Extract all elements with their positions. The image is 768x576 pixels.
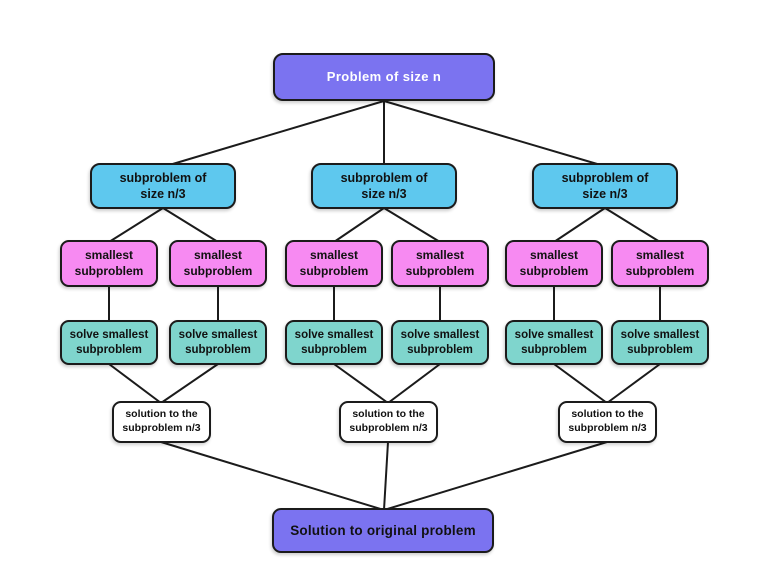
edge	[553, 363, 608, 404]
smallest-label-line1: smallest	[193, 247, 243, 262]
subproblem-label-line1: subproblem of	[561, 170, 649, 185]
solve-label-line2: subproblem	[185, 343, 251, 356]
root-problem-node: Problem of size n	[273, 53, 495, 101]
subproblem-node-1: subproblem of size n/3	[90, 163, 236, 209]
smallest-subproblem-node-4: smallest subproblem	[391, 240, 489, 287]
edge	[387, 363, 441, 404]
solution-label-line1: solution to the	[571, 408, 644, 421]
smallest-label-line1: smallest	[309, 247, 359, 262]
edge	[160, 441, 385, 511]
subproblem-label-line2: size n/3	[361, 187, 407, 201]
solution-label-line2: subproblem n/3	[122, 422, 201, 434]
solve-label-line2: subproblem	[301, 343, 367, 356]
solve-label-line1: solve smallest	[400, 328, 480, 341]
solution-label-line2: subproblem n/3	[568, 422, 647, 434]
edge	[553, 207, 606, 243]
solve-label-line1: solve smallest	[620, 328, 700, 341]
smallest-label-line2: subproblem	[405, 263, 475, 278]
subproblem-node-3: subproblem of size n/3	[532, 163, 678, 209]
solve-smallest-node-1: solve smallest subproblem	[60, 320, 158, 365]
solve-label-line1: solve smallest	[514, 328, 594, 341]
solve-smallest-node-6: solve smallest subproblem	[611, 320, 709, 365]
solve-smallest-node-4: solve smallest subproblem	[391, 320, 489, 365]
solution-label-line1: solution to the	[352, 408, 425, 421]
subproblem-label-line1: subproblem of	[119, 170, 207, 185]
subproblem-label-line1: subproblem of	[340, 170, 428, 185]
edge	[383, 207, 441, 243]
solve-label-line1: solve smallest	[69, 328, 149, 341]
smallest-label-line2: subproblem	[299, 263, 369, 278]
edge	[333, 207, 385, 243]
root-problem-label: Problem of size n	[326, 68, 442, 84]
solve-label-line2: subproblem	[407, 343, 473, 356]
smallest-label-line2: subproblem	[519, 263, 589, 278]
smallest-subproblem-node-1: smallest subproblem	[60, 240, 158, 287]
edge	[604, 207, 661, 243]
edge	[383, 100, 605, 167]
edge	[606, 363, 661, 404]
edge	[160, 363, 219, 404]
subproblem-label-line2: size n/3	[140, 187, 186, 201]
solution-subproblem-node-1: solution to the subproblem n/3	[112, 401, 211, 443]
smallest-label-line2: subproblem	[625, 263, 695, 278]
solve-smallest-node-3: solve smallest subproblem	[285, 320, 383, 365]
edge	[108, 207, 164, 243]
smallest-label-line1: smallest	[529, 247, 579, 262]
smallest-subproblem-node-2: smallest subproblem	[169, 240, 267, 287]
smallest-label-line2: subproblem	[74, 263, 144, 278]
smallest-label-line2: subproblem	[183, 263, 253, 278]
smallest-subproblem-node-5: smallest subproblem	[505, 240, 603, 287]
smallest-label-line1: smallest	[415, 247, 465, 262]
solve-label-line2: subproblem	[521, 343, 587, 356]
final-solution-node: Solution to original problem	[272, 508, 494, 553]
solve-label-line2: subproblem	[627, 343, 693, 356]
smallest-subproblem-node-6: smallest subproblem	[611, 240, 709, 287]
solution-label-line1: solution to the	[125, 408, 198, 421]
edge	[162, 207, 219, 243]
solution-label-line2: subproblem n/3	[349, 422, 428, 434]
solve-label-line1: solve smallest	[294, 328, 374, 341]
edge	[383, 441, 608, 511]
solve-smallest-node-5: solve smallest subproblem	[505, 320, 603, 365]
solution-subproblem-node-2: solution to the subproblem n/3	[339, 401, 438, 443]
smallest-label-line1: smallest	[84, 247, 134, 262]
edge	[333, 363, 389, 404]
smallest-subproblem-node-3: smallest subproblem	[285, 240, 383, 287]
edge	[108, 363, 162, 404]
solve-smallest-node-2: solve smallest subproblem	[169, 320, 267, 365]
solve-label-line2: subproblem	[76, 343, 142, 356]
final-solution-label: Solution to original problem	[290, 522, 476, 538]
solution-subproblem-node-3: solution to the subproblem n/3	[558, 401, 657, 443]
subproblem-label-line2: size n/3	[582, 187, 628, 201]
solve-label-line1: solve smallest	[178, 328, 258, 341]
smallest-label-line1: smallest	[635, 247, 685, 262]
edge	[383, 441, 389, 511]
subproblem-node-2: subproblem of size n/3	[311, 163, 457, 209]
edge	[165, 100, 385, 167]
